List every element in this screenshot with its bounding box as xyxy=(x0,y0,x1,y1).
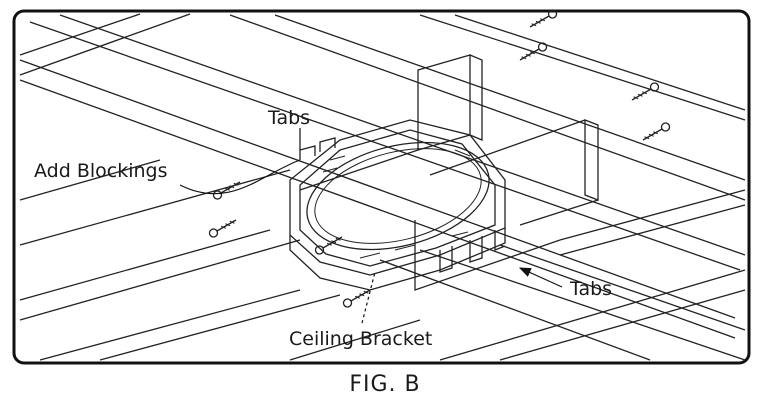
screw xyxy=(208,219,237,238)
screw xyxy=(529,9,558,28)
callouts: Tabs Add Blockings Tabs Ceiling Bracket xyxy=(34,107,612,350)
add-blockings-leader xyxy=(179,159,301,195)
screw xyxy=(642,122,671,141)
tabs-top-label: Tabs xyxy=(267,107,310,129)
screws xyxy=(208,9,671,308)
figure-caption: FIG. B xyxy=(349,372,420,397)
tabs-right-arrow xyxy=(518,267,563,288)
ceiling-bracket-leader xyxy=(361,271,376,324)
add-blockings-label: Add Blockings xyxy=(34,160,168,182)
screw xyxy=(519,42,548,61)
screw xyxy=(631,82,660,101)
tabs-right-label: Tabs xyxy=(569,278,612,300)
diagram-frame xyxy=(12,9,751,365)
ceiling-joists xyxy=(19,13,746,361)
ceiling-bracket-label: Ceiling Bracket xyxy=(289,328,432,350)
screw xyxy=(342,289,371,308)
screw xyxy=(314,236,343,255)
